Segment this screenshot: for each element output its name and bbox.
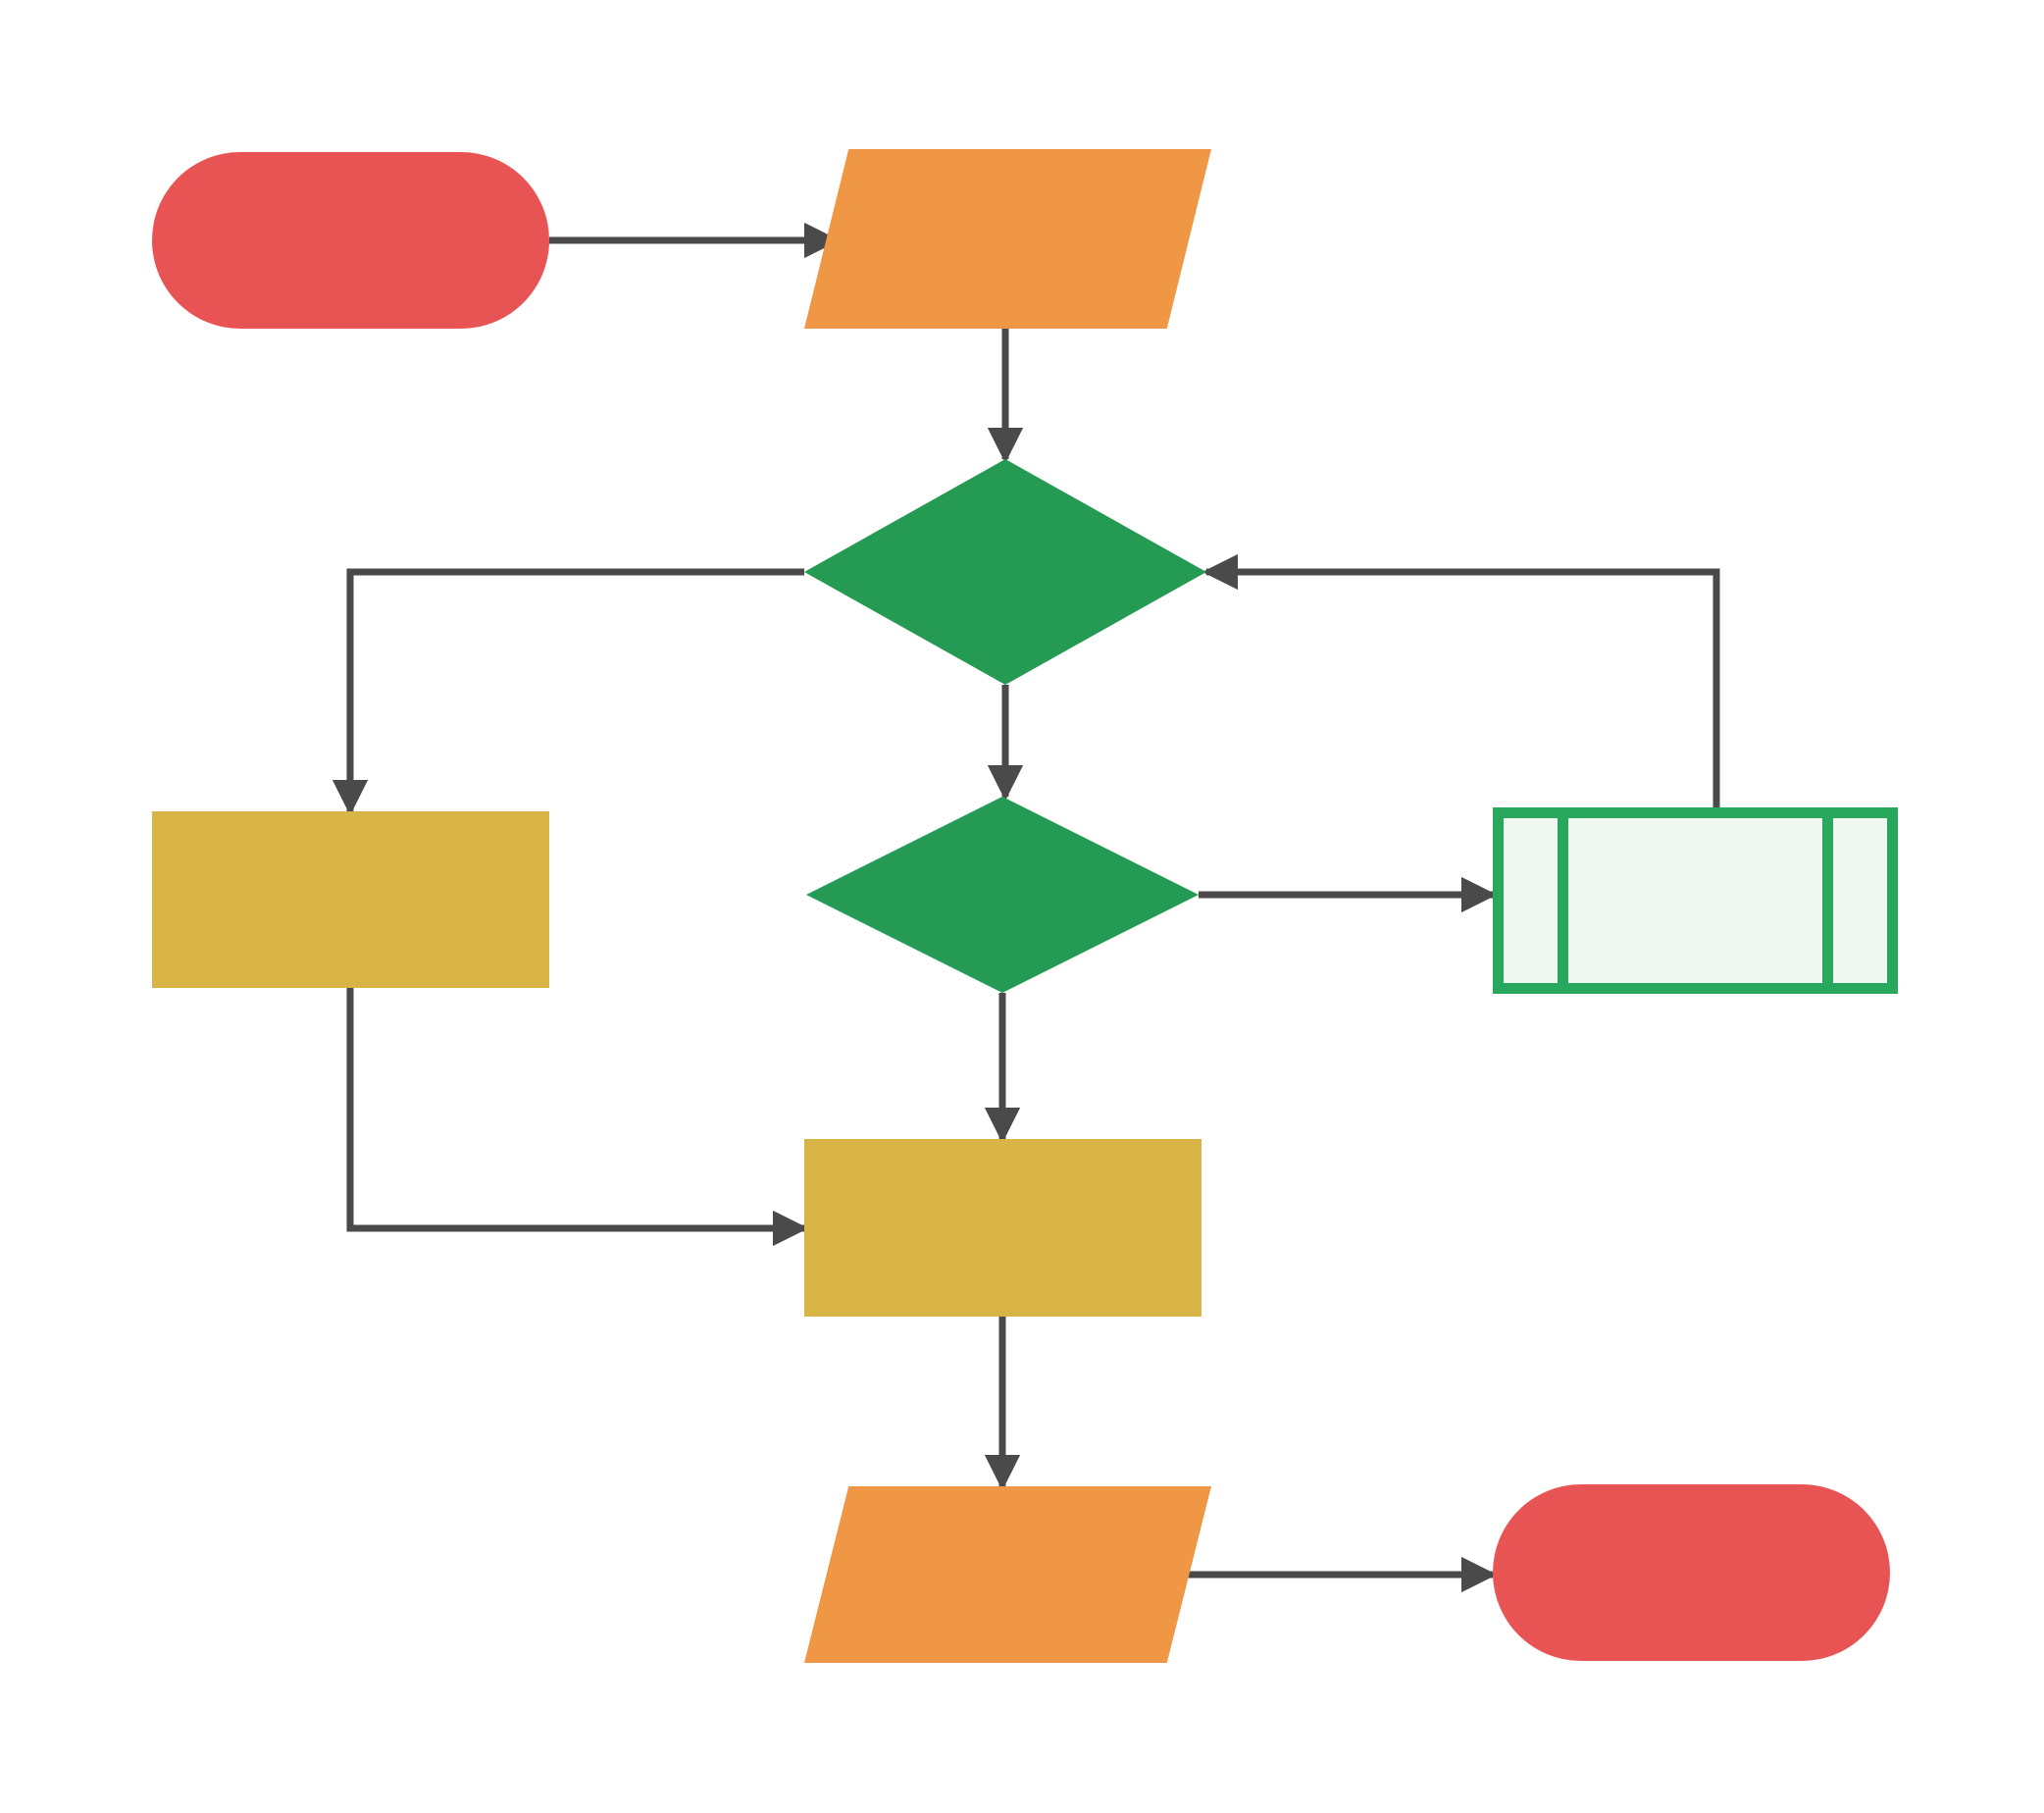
node-subroutine[interactable] [1493,807,1898,994]
subroutine-body [1568,818,1822,983]
node-end[interactable] [1493,1484,1890,1661]
subroutine-divider [1822,818,1833,983]
subroutine-rail [1504,818,1558,983]
node-decision-1[interactable] [804,459,1206,685]
edge-decision-1-to-process-a [332,568,804,816]
node-decision-2[interactable] [806,797,1199,993]
node-start[interactable] [152,152,549,329]
node-process-a[interactable] [152,811,549,988]
subroutine-divider [1558,818,1568,983]
node-process-b[interactable] [804,1139,1201,1317]
edge-process-a-to-process-b [346,988,809,1247]
edge-subroutine-to-decision-1 [1201,553,1720,807]
node-output[interactable] [804,1486,1211,1663]
node-input[interactable] [804,149,1211,329]
subroutine-rail [1833,818,1887,983]
